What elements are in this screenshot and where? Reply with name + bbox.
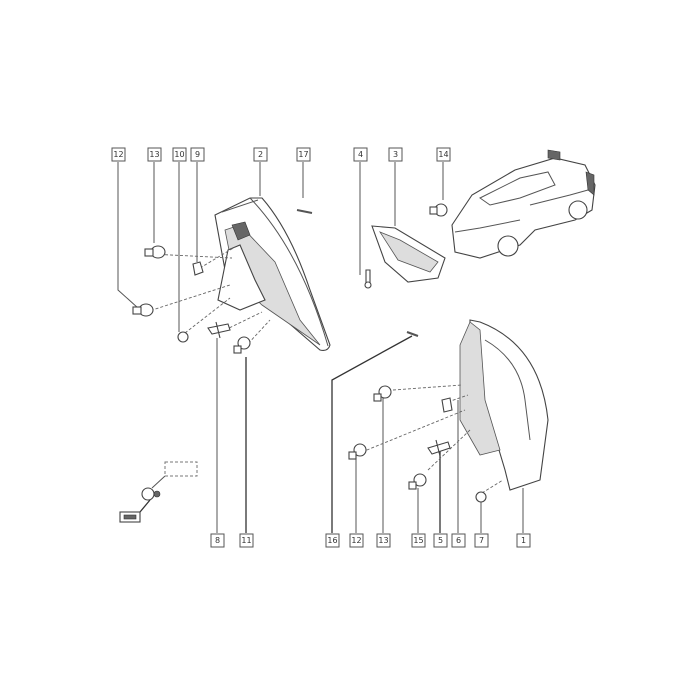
svg-text:11: 11	[241, 536, 251, 545]
svg-text:6: 6	[456, 536, 461, 545]
callout-12b: 12	[349, 533, 364, 548]
bottom-callouts: 8 11 16 12 13 15 5 6 7 1	[210, 533, 531, 548]
svg-text:2: 2	[258, 150, 263, 159]
leader-lines	[117, 162, 524, 533]
left-tail-lamp	[145, 197, 331, 351]
bulb-holder-icon	[441, 397, 453, 413]
svg-text:16: 16	[327, 536, 337, 545]
bulb-icon	[233, 336, 251, 354]
clip-icon	[177, 331, 189, 343]
callout-3: 3	[388, 147, 403, 162]
callout-11: 11	[239, 533, 254, 548]
legend-symbol	[119, 461, 198, 523]
svg-text:13: 13	[149, 150, 159, 159]
right-small-parts	[348, 385, 487, 503]
svg-text:8: 8	[215, 536, 220, 545]
callout-7: 7	[474, 533, 489, 548]
bulb-icon	[132, 303, 154, 317]
fastener-icon	[207, 321, 231, 339]
svg-text:12: 12	[113, 150, 123, 159]
svg-text:9: 9	[195, 150, 200, 159]
svg-text:13: 13	[378, 536, 388, 545]
bulb-icon	[144, 245, 166, 259]
svg-text:15: 15	[413, 536, 423, 545]
right-tail-lamp	[361, 319, 549, 494]
callout-14: 14	[436, 147, 451, 162]
bulb-icon	[373, 385, 392, 402]
svg-text:14: 14	[438, 150, 448, 159]
svg-text:4: 4	[358, 150, 363, 159]
svg-text:7: 7	[479, 536, 484, 545]
callout-2: 2	[253, 147, 268, 162]
callout-1: 1	[516, 533, 531, 548]
callout-5: 5	[433, 533, 448, 548]
callout-10: 10	[172, 147, 187, 162]
callout-6: 6	[451, 533, 466, 548]
svg-text:1: 1	[521, 536, 526, 545]
svg-text:12: 12	[351, 536, 361, 545]
callout-13: 13	[147, 147, 162, 162]
svg-text:10: 10	[174, 150, 184, 159]
car-illustration	[429, 149, 596, 259]
callout-9: 9	[190, 147, 205, 162]
callout-8: 8	[210, 533, 225, 548]
callout-16: 16	[325, 533, 340, 548]
top-callouts: 12 13 10 9 2 17 4 3 14	[111, 147, 451, 162]
svg-text:3: 3	[393, 150, 398, 159]
bulb-holder-icon	[192, 261, 204, 276]
callout-17: 17	[296, 147, 311, 162]
fastener-icon	[427, 439, 451, 457]
svg-text:17: 17	[298, 150, 308, 159]
callout-13b: 13	[376, 533, 391, 548]
nut-icon	[475, 491, 487, 503]
svg-text:5: 5	[438, 536, 443, 545]
callout-15: 15	[411, 533, 426, 548]
callout-12: 12	[111, 147, 126, 162]
left-small-parts	[132, 245, 251, 354]
callout-4: 4	[353, 147, 368, 162]
inner-lamp-unit	[364, 225, 446, 289]
bulb-icon	[348, 443, 367, 460]
bulb-icon	[429, 203, 448, 217]
bulb-icon	[141, 487, 161, 501]
bulb-icon	[408, 473, 427, 490]
